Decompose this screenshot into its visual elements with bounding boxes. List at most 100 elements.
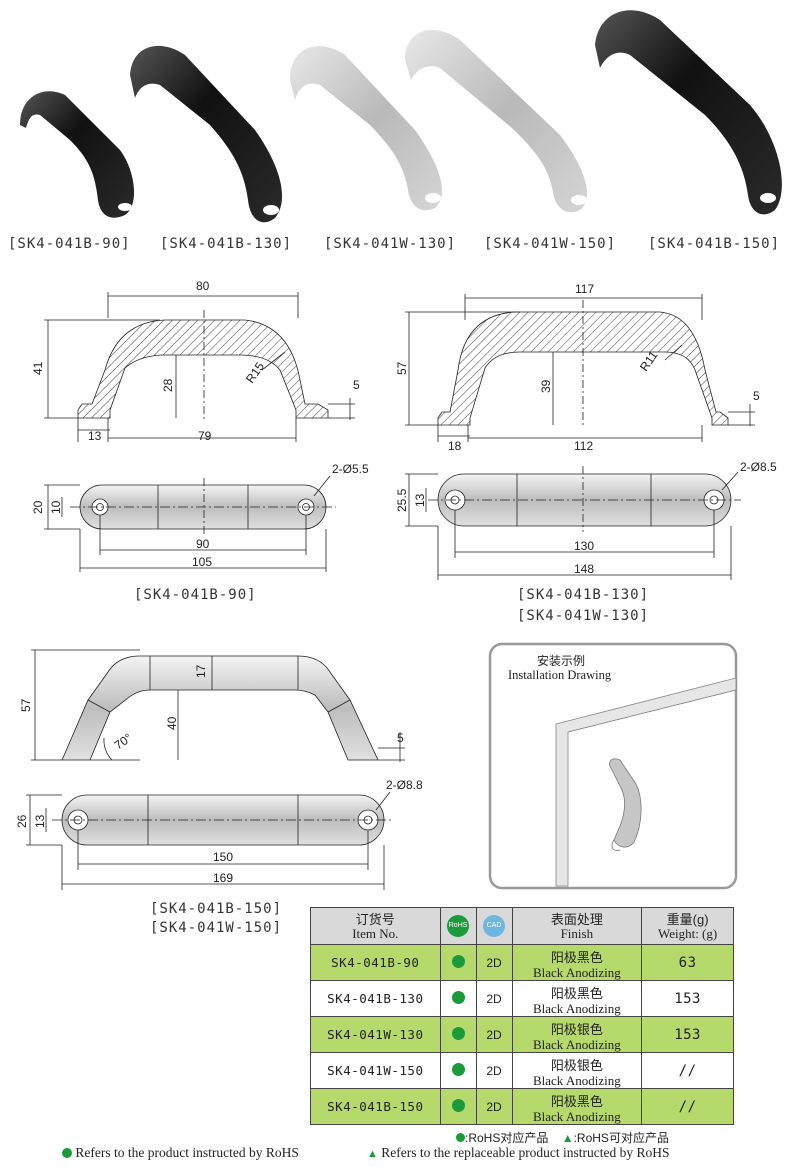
photo-caption-b130: [SK4-041B-130] <box>160 236 293 252</box>
rohs-dot-icon <box>451 1062 465 1076</box>
header-weight: 重量(g) Weight: (g) <box>641 907 734 945</box>
dim-130-length: 148 <box>574 562 594 576</box>
photo-handle-w150 <box>405 29 588 213</box>
cad-icon: CAD <box>483 915 506 937</box>
dim-130-foot: 5 <box>753 389 760 403</box>
dim-150-thickness: 17 <box>194 664 208 678</box>
rohs-dot-icon <box>451 1026 465 1040</box>
photo-handle-b150 <box>595 10 782 215</box>
dim-90-hole-width: 10 <box>49 500 63 514</box>
dim-90-hole: 2-Ø5.5 <box>332 462 369 476</box>
photo-caption-w130: [SK4-041W-130] <box>324 236 457 252</box>
spec-table: 订货号 Item No. RoHS CAD 表面处理 Finish 重量(g) … <box>310 907 734 1125</box>
dim-90-length: 105 <box>192 555 212 569</box>
spec-table-header: 订货号 Item No. RoHS CAD 表面处理 Finish 重量(g) … <box>310 907 734 945</box>
dim-150-inner-height: 40 <box>165 716 179 730</box>
dim-150-foot: 5 <box>397 731 404 745</box>
legend-cn: :RoHS对应产品 ▲:RoHS可对应产品 <box>456 1129 669 1146</box>
dim-130-pitch-b: 130 <box>574 539 594 553</box>
photo-handle-w130 <box>290 46 443 211</box>
dim-130-hole: 2-Ø8.5 <box>740 460 777 474</box>
dim-90-top-width: 80 <box>196 279 210 293</box>
dim-130-inner-height: 39 <box>539 379 553 393</box>
dim-150-length: 169 <box>213 871 233 885</box>
row-item: SK4-041B-150 <box>310 1088 441 1125</box>
install-title-cn: 安装示例 <box>537 654 586 668</box>
install-title-en: Installation Drawing <box>508 668 612 682</box>
dim-90-foot: 5 <box>353 378 360 392</box>
row-cad: 2D <box>475 980 513 1017</box>
row-weight: 153 <box>641 980 734 1017</box>
dim-130-pitch: 112 <box>574 439 593 453</box>
dim-150-angle: 70° <box>112 730 135 752</box>
row-rohs <box>439 1088 477 1125</box>
header-finish: 表面处理 Finish <box>511 907 643 945</box>
rohs-dot-icon <box>451 990 465 1004</box>
row-item: SK4-041B-90 <box>310 944 441 981</box>
dim-90-height: 41 <box>31 361 45 375</box>
row-rohs <box>439 1016 477 1053</box>
dim-90-pitch: 79 <box>198 429 212 443</box>
drawing-caption-w150: [SK4-041W-150] <box>150 920 283 936</box>
dim-90-foot-width: 13 <box>88 429 102 443</box>
dim-150-height: 57 <box>19 698 33 712</box>
rohs-dot-icon <box>456 1133 465 1142</box>
dim-150-pitch-b: 150 <box>213 850 233 864</box>
drawing-130-top <box>405 466 741 580</box>
drawing-caption-b130: [SK4-041B-130] <box>517 587 650 603</box>
dim-90-radius: R15 <box>243 359 267 385</box>
dim-130-height: 57 <box>395 361 409 375</box>
technical-drawings: 80 41 28 R15 5 13 79 2-Ø5.5 20 10 90 105… <box>15 279 777 890</box>
photo-caption-w150: [SK4-041W-150] <box>484 236 617 252</box>
photo-handle-b90 <box>20 91 135 218</box>
rohs-dot-icon <box>451 954 465 968</box>
dim-90-pitch-b: 90 <box>196 537 210 551</box>
drawing-130-side <box>405 294 755 442</box>
drawing-caption-b90: [SK4-041B-90] <box>134 587 257 603</box>
dim-130-hole-width: 13 <box>413 493 427 507</box>
row-weight: // <box>641 1052 734 1089</box>
header-item: 订货号 Item No. <box>310 907 441 945</box>
dim-150-hole: 2-Ø8.8 <box>386 778 423 792</box>
row-weight: 153 <box>641 1016 734 1053</box>
photo-handle-b130 <box>130 45 283 223</box>
dim-150-hole-width: 13 <box>33 814 47 828</box>
photo-caption-b150: [SK4-041B-150] <box>648 236 781 252</box>
header-rohs: RoHS <box>439 907 477 945</box>
row-rohs <box>439 980 477 1017</box>
dim-130-width: 25.5 <box>395 488 409 512</box>
rohs-dot-icon <box>62 1148 72 1158</box>
installation-drawing <box>488 642 738 890</box>
drawing-caption-w130: [SK4-041W-130] <box>517 608 650 624</box>
drawing-90-side <box>44 292 355 442</box>
photo-caption-b90: [SK4-041B-90] <box>8 236 131 252</box>
row-weight: // <box>641 1088 734 1125</box>
dim-150-width: 26 <box>15 814 29 828</box>
triangle-icon: ▲ <box>367 1148 378 1160</box>
header-cad: CAD <box>475 907 513 945</box>
row-rohs <box>439 1052 477 1089</box>
drawing-caption-b150: [SK4-041B-150] <box>150 901 283 917</box>
dim-90-width: 20 <box>31 500 45 514</box>
row-cad: 2D <box>475 1016 513 1053</box>
drawing-150-side <box>31 649 405 762</box>
dim-130-foot-width: 18 <box>448 439 462 453</box>
legend-replace-en: ▲ Refers to the replaceable product inst… <box>367 1145 670 1160</box>
row-cad: 2D <box>475 944 513 981</box>
drawing-90-top <box>44 475 336 572</box>
row-rohs <box>439 944 477 981</box>
row-item: SK4-041W-150 <box>310 1052 441 1089</box>
rohs-icon: RoHS <box>447 915 470 937</box>
legend-rohs-en: Refers to the product instructed by RoHS <box>62 1145 299 1161</box>
row-weight: 63 <box>641 944 734 981</box>
row-item: SK4-041W-130 <box>310 1016 441 1053</box>
rohs-dot-icon <box>451 1098 465 1112</box>
